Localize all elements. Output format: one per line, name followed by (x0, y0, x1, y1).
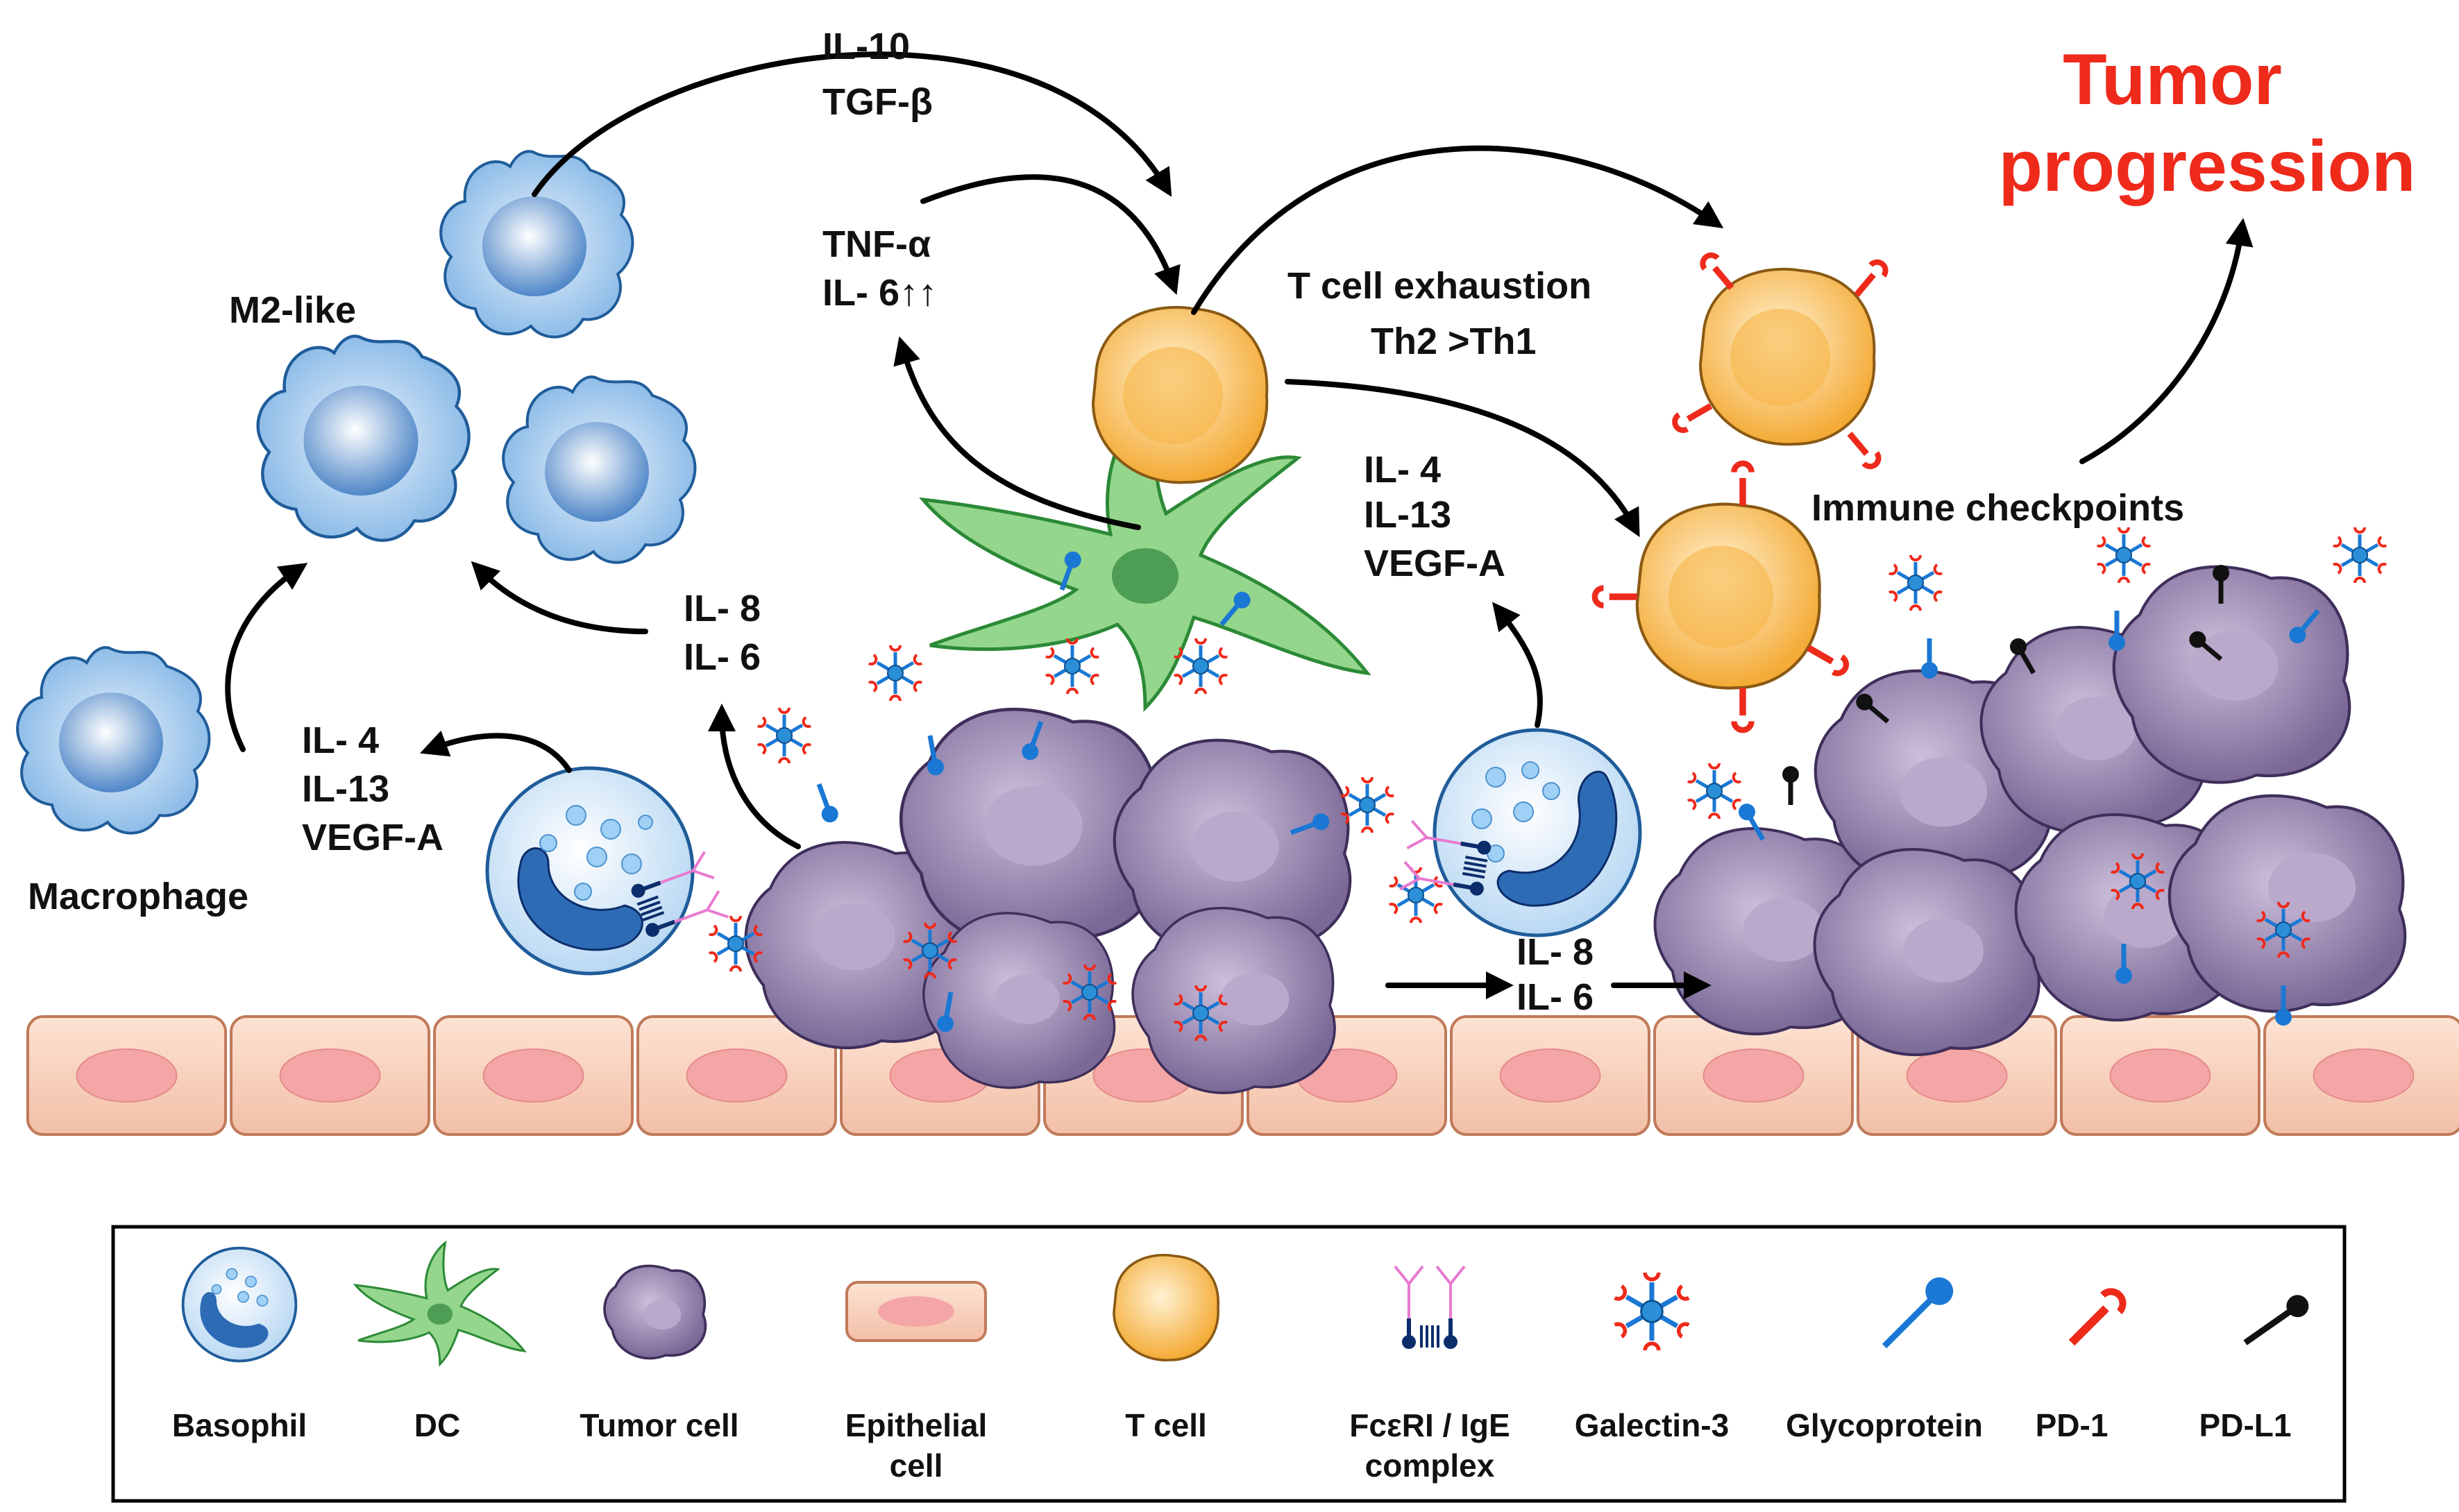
legend-pdl1-icon (2243, 1295, 2309, 1345)
m2-macrophage (256, 334, 471, 542)
macrophage-label: Macrophage (28, 876, 248, 917)
mid-vegfa-text: VEGF-A (1364, 543, 1505, 584)
epithelial-cell (1450, 1015, 1650, 1136)
il10-tgfb-label: IL-10 TGF-β (822, 26, 933, 123)
tnfa-il6-label: TNF-α IL- 6↑↑ (822, 223, 937, 314)
epithelial-cell (2060, 1015, 2261, 1136)
th2-th1-text: Th2 >Th1 (1371, 321, 1537, 362)
basophil (1433, 728, 1642, 937)
legend-label-pdl1: PD-L1 (2199, 1407, 2292, 1443)
tumor-progression-label: Tumor progression (1999, 40, 2416, 207)
m2-macrophage (502, 375, 697, 564)
tgfb-text: TGF-β (822, 81, 933, 123)
legend-t-cell-icon (1113, 1253, 1219, 1361)
legend-pd1-icon (2068, 1288, 2127, 1346)
legend-tumor-cell-icon (603, 1264, 707, 1360)
bottom-il6-text: IL- 6 (1516, 976, 1594, 1018)
legend-label-tumor-cell: Tumor cell (580, 1407, 738, 1443)
tumor-progression-line1: Tumor (2063, 40, 2282, 120)
epithelial-cell (26, 1015, 227, 1136)
left-il4-text: IL- 4 (302, 720, 379, 761)
left-il13-text: IL-13 (302, 768, 389, 810)
m2-like-label: M2-like (229, 289, 356, 331)
il6-up-text: IL- 6↑↑ (822, 272, 937, 314)
arrows (225, 51, 2254, 999)
epithelial-cell (2263, 1015, 2459, 1136)
legend: Basophil DC Tumor cell Epithelial cell T cell… (111, 1225, 2347, 1503)
legend-labels: Basophil DC Tumor cell Epithelial cell T cell… (172, 1407, 2292, 1484)
epithelial-cell (636, 1015, 837, 1136)
tumor-cluster-right (1653, 565, 2407, 1056)
il10-text: IL-10 (822, 26, 910, 67)
left-il8-text: IL- 8 (684, 588, 761, 629)
legend-galectin3-icon (1614, 1273, 1690, 1350)
legend-label-dc: DC (414, 1407, 460, 1443)
t-cell-exhausted (1668, 248, 1893, 474)
dendritic-cell (919, 384, 1371, 713)
epithelial-cell (433, 1015, 634, 1136)
t-cell-exhaustion-text: T cell exhaustion (1287, 265, 1591, 307)
legend-label-basophil: Basophil (172, 1407, 307, 1443)
t-cell-exhaustion-label: T cell exhaustion Th2 >Th1 (1287, 265, 1591, 362)
macrophage (16, 646, 211, 835)
legend-label-t-cell: T cell (1125, 1407, 1207, 1443)
mid-il4-text: IL- 4 (1364, 449, 1441, 491)
left-vegfa-text: VEGF-A (302, 817, 443, 858)
legend-label-epithelial-cell: cell (890, 1447, 943, 1484)
t-cell-exhausted (1592, 461, 1854, 733)
left-cytokine-label: IL- 4 IL-13 VEGF-A (302, 720, 443, 858)
legend-dc-icon (353, 1240, 527, 1367)
legend-fceri-ige-icon (1395, 1266, 1464, 1349)
tnfa-text: TNF-α (822, 223, 931, 265)
bottom-il8-text: IL- 8 (1516, 931, 1594, 973)
m2-macrophage (439, 150, 634, 339)
basophil (485, 766, 695, 976)
legend-glycoprotein-icon (1882, 1277, 1954, 1349)
mid-il13-text: IL-13 (1364, 494, 1451, 536)
mid-cytokine-label: IL- 4 IL-13 VEGF-A (1364, 449, 1505, 584)
left-il6-text: IL- 6 (684, 636, 761, 678)
legend-label-fceri-ige: FcεRI / IgE (1349, 1407, 1510, 1443)
tumor-progression-line2: progression (1999, 126, 2416, 207)
bottom-il8-il6-label: IL- 8 IL- 6 (1516, 931, 1594, 1018)
legend-label-epithelial-cell: Epithelial (845, 1407, 987, 1443)
left-il8-il6-label: IL- 8 IL- 6 (684, 588, 761, 678)
tumor-cluster-left (744, 707, 1352, 1094)
immune-checkpoints-label: Immune checkpoints (1811, 487, 2184, 529)
legend-basophil-icon (181, 1246, 298, 1363)
t-cell (1091, 305, 1269, 484)
legend-label-fceri-ige: complex (1365, 1447, 1495, 1484)
legend-label-pd1: PD-1 (2036, 1407, 2109, 1443)
epithelial-cell (230, 1015, 430, 1136)
legend-label-galectin3: Galectin-3 (1575, 1407, 1729, 1443)
legend-label-glycoprotein: Glycoprotein (1786, 1407, 1983, 1443)
legend-box (111, 1225, 2347, 1503)
legend-epithelial-cell-icon (845, 1281, 987, 1342)
